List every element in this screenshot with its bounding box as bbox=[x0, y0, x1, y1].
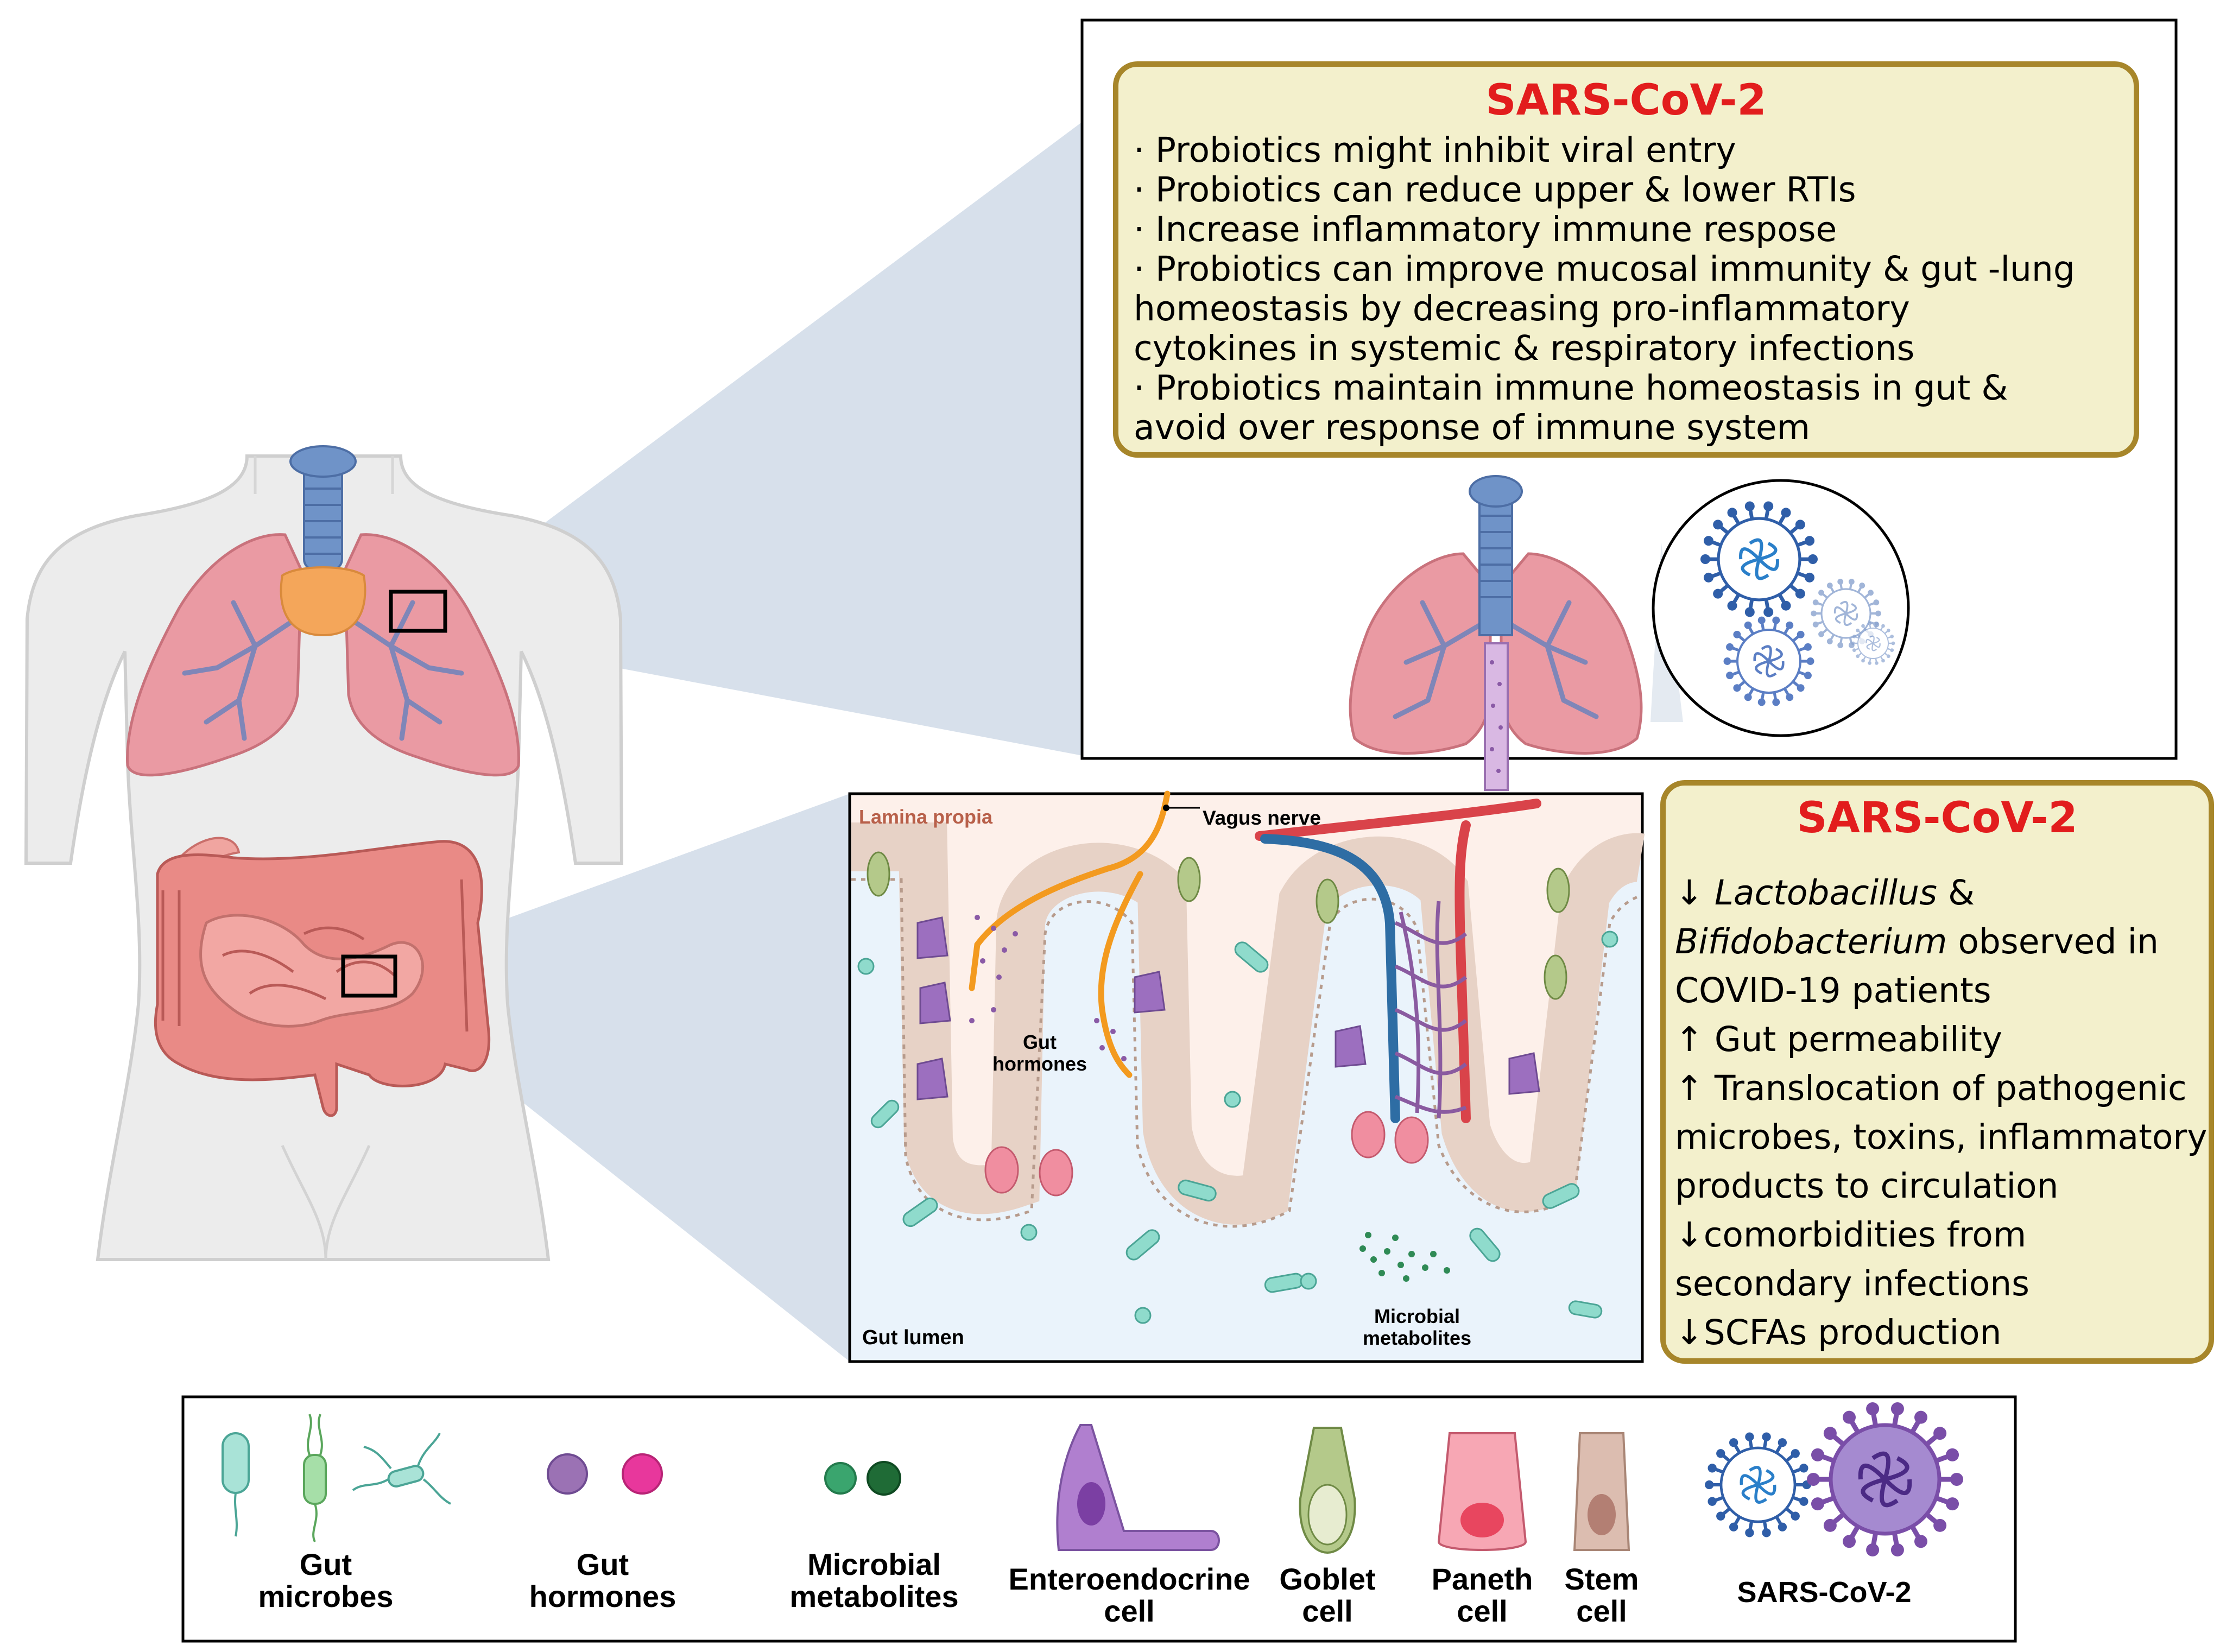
lung-box-line: · Probiotics might inhibit viral entry bbox=[1134, 130, 1736, 170]
legend-gut-microbes-icon bbox=[222, 1414, 451, 1542]
lung-panel-lungs bbox=[1349, 475, 1643, 791]
gut-lumen-label: Gut lumen bbox=[862, 1326, 964, 1349]
gut-box-line: Bifidobacterium observed in bbox=[1675, 917, 2207, 966]
lung-box-line: · Probiotics can improve mucosal immunit… bbox=[1134, 249, 2075, 289]
lung-box-line: homeostasis by decreasing pro-inflammato… bbox=[1134, 289, 1910, 328]
gut-box-line-text: ↓SCFAs production bbox=[1675, 1313, 2002, 1352]
legend-stem-cell-icon bbox=[1573, 1432, 1630, 1551]
intestine-panel bbox=[848, 790, 1645, 1363]
gut-box-line-text: & bbox=[1937, 873, 1975, 913]
gut-box-genus-name: Bifidobacterium bbox=[1675, 922, 1947, 961]
legend-label-stem-cell: Stem cell bbox=[1564, 1562, 1639, 1628]
gut-box-line: ↑ Gut permeability bbox=[1675, 1015, 2207, 1064]
legend-sars-cov-2-icon bbox=[1807, 1402, 1963, 1556]
gut-box-line-text: microbes, toxins, inflammatory bbox=[1675, 1117, 2208, 1157]
legend-label-microbial-metabolites: Microbial metabolites bbox=[789, 1547, 959, 1613]
legend-enteroendocrine-cell-icon bbox=[1056, 1424, 1220, 1551]
gut-box-line: ↓SCFAs production bbox=[1675, 1308, 2207, 1357]
gut-box-line: secondary infections bbox=[1675, 1259, 2207, 1308]
gut-text-box bbox=[1660, 780, 2214, 1364]
gut-box-line-text: COVID-19 patients bbox=[1675, 971, 1991, 1010]
gut-box-line-text: ↑ Translocation of pathogenic bbox=[1675, 1068, 2187, 1108]
legend-sars-cov-2-icon bbox=[1705, 1432, 1811, 1537]
lung-box-line: · Probiotics maintain immune homeostasis… bbox=[1134, 368, 2008, 408]
lung-box-line: avoid over response of immune system bbox=[1134, 408, 1811, 447]
gut-box-line-text: ↑ Gut permeability bbox=[1675, 1020, 2003, 1059]
lung-box-title: SARS-CoV-2 bbox=[1485, 76, 1767, 125]
gut-box-line-text: products to circulation bbox=[1675, 1166, 2059, 1206]
legend-label-goblet-cell: Goblet cell bbox=[1279, 1562, 1376, 1628]
lung-box-lines: · Probiotics might inhibit viral entry· … bbox=[1134, 130, 2133, 447]
lung-box-line: · Probiotics can reduce upper & lower RT… bbox=[1134, 170, 1856, 210]
gut-box-line-text: secondary infections bbox=[1675, 1264, 2030, 1303]
lung-box-line: cytokines in systemic & respiratory infe… bbox=[1134, 328, 1915, 368]
lung-text-box bbox=[1113, 61, 2139, 458]
legend-paneth-cell-icon bbox=[1437, 1432, 1527, 1551]
gut-box-line: microbes, toxins, inflammatory bbox=[1675, 1113, 2208, 1162]
gut-box-line: ↑ Translocation of pathogenic bbox=[1675, 1064, 2207, 1113]
legend-label-gut-microbes: Gut microbes bbox=[258, 1547, 394, 1613]
legend-gut-hormones-icon bbox=[547, 1453, 663, 1495]
body-intestines bbox=[154, 837, 491, 1117]
lung-zoom-box bbox=[389, 590, 447, 633]
legend-label-sars-cov-2: SARS-CoV-2 bbox=[1737, 1576, 1912, 1609]
vagus-nerve-label: Vagus nerve bbox=[1203, 807, 1321, 829]
sars-cov-2-virus-icon bbox=[1700, 501, 1818, 617]
gut-box-lines: ↓ Lactobacillus &Bifidobacterium observe… bbox=[1675, 869, 2208, 1357]
legend-label-enteroendocrine-cell: Enteroendocrine cell bbox=[1008, 1562, 1250, 1628]
sars-cov-2-virus-icon bbox=[1851, 622, 1895, 665]
gut-box-line: COVID-19 patients bbox=[1675, 966, 2207, 1015]
gut-box-title: SARS-CoV-2 bbox=[1797, 794, 2078, 843]
legend-goblet-cell-icon bbox=[1299, 1427, 1356, 1554]
body-lungs bbox=[126, 445, 520, 777]
legend-microbial-metabolites-icon bbox=[824, 1461, 901, 1496]
microbial-metabolites-panel-label: Microbial metabolites bbox=[1362, 1305, 1472, 1349]
gut-box-line: products to circulation bbox=[1675, 1162, 2207, 1211]
legend-label-paneth-cell: Paneth cell bbox=[1431, 1562, 1533, 1628]
lung-box-line: · Increase inflammatory immune respose bbox=[1134, 210, 1837, 249]
gut-box-line-text: ↓ bbox=[1675, 873, 1715, 913]
legend-label-gut-hormones: Gut hormones bbox=[529, 1547, 676, 1613]
gut-hormones-label: Gut hormones bbox=[992, 1031, 1087, 1075]
sars-cov-2-virus-icon bbox=[1723, 616, 1814, 706]
gut-box-line: ↓comorbidities from bbox=[1675, 1211, 2207, 1259]
gut-box-genus-name: Lactobacillus bbox=[1714, 873, 1937, 913]
gut-box-line: ↓ Lactobacillus & bbox=[1675, 869, 2207, 917]
gut-box-line-text: observed in bbox=[1947, 922, 2159, 961]
gut-zoom-box bbox=[341, 954, 397, 998]
lamina-propia-label: Lamina propia bbox=[859, 806, 993, 828]
gut-box-line-text: ↓comorbidities from bbox=[1675, 1215, 2027, 1255]
